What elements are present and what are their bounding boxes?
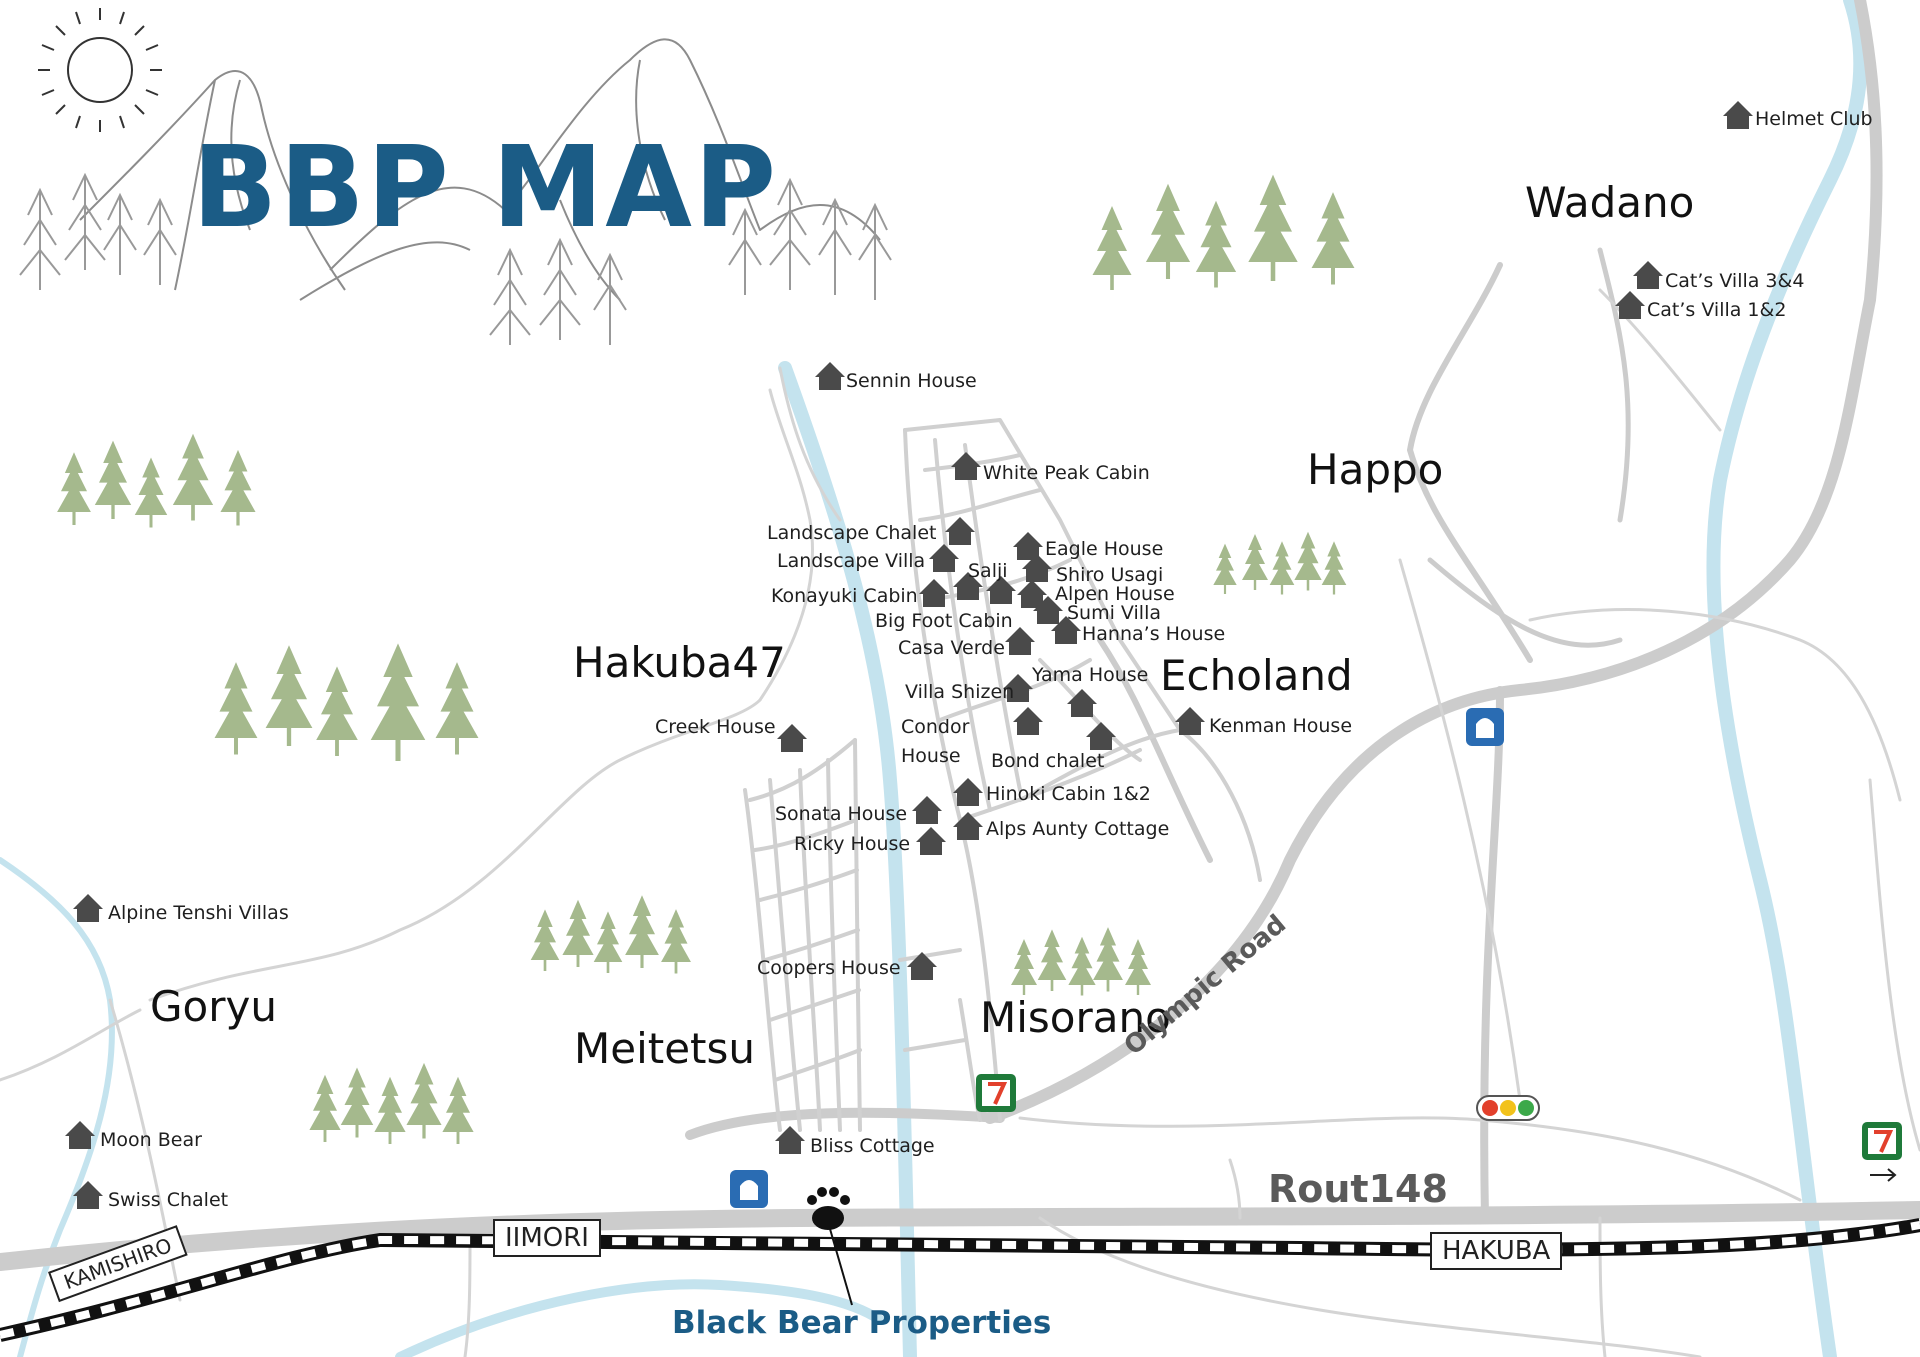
property-label: Hanna’s House xyxy=(1082,623,1226,645)
property-label: White Peak Cabin xyxy=(983,462,1150,484)
house-icon xyxy=(919,579,949,607)
house-icon xyxy=(815,362,845,390)
house-icon xyxy=(1723,101,1753,129)
area-echoland: Echoland xyxy=(1160,651,1353,700)
property-label: Kenman House xyxy=(1209,715,1353,737)
arrow-right-icon xyxy=(1870,1168,1897,1182)
property-label: Bliss Cottage xyxy=(810,1135,935,1157)
house-icon xyxy=(1175,707,1205,735)
property-label: Shiro Usagi xyxy=(1056,564,1164,586)
property-label: Big Foot Cabin xyxy=(875,610,1013,632)
property-label: Swiss Chalet xyxy=(108,1189,229,1211)
property-label: Cat’s Villa 1&2 xyxy=(1647,299,1787,321)
area-happo: Happo xyxy=(1307,445,1444,494)
property-label: Cat’s Villa 3&4 xyxy=(1665,270,1805,292)
house-icon xyxy=(945,517,975,545)
property-label: Landscape Villa xyxy=(777,550,926,572)
map-title: BBP MAP xyxy=(192,123,779,253)
house-icon xyxy=(929,544,959,572)
house-icon xyxy=(1633,261,1663,289)
property-label: Hinoki Cabin 1&2 xyxy=(986,783,1151,805)
area-hakuba47: Hakuba47 xyxy=(573,638,786,687)
house-icon xyxy=(953,778,983,806)
property-label: Condor xyxy=(901,716,970,738)
property-label: Moon Bear xyxy=(100,1129,202,1151)
property-label: Alpine Tenshi Villas xyxy=(108,902,289,924)
station-iimori: IIMORI xyxy=(493,1219,601,1257)
station-hakuba: HAKUBA xyxy=(1430,1232,1563,1270)
traffic-light-icon xyxy=(1476,1095,1540,1121)
area-misorano: Misorano xyxy=(980,993,1171,1042)
house-icon xyxy=(912,796,942,824)
property-label: Villa Shizen xyxy=(905,681,1015,703)
house-icon xyxy=(73,894,103,922)
property-label: Sonata House xyxy=(775,803,908,825)
secondary-roads xyxy=(0,288,1920,1357)
property-label: Yama House xyxy=(1032,664,1149,686)
company-name: Black Bear Properties xyxy=(672,1305,1052,1341)
lawson-station-icon xyxy=(730,708,1504,1208)
property-label: Sumi Villa xyxy=(1067,602,1161,624)
railway xyxy=(0,1218,1920,1342)
rivers xyxy=(0,0,1868,1357)
property-label: Landscape Chalet xyxy=(767,522,937,544)
seven-eleven-icon xyxy=(976,1074,1902,1160)
area-meitetsu: Meitetsu xyxy=(574,1024,756,1073)
house-icon xyxy=(65,1121,95,1149)
sun-icon xyxy=(38,8,162,132)
property-label: Casa Verde xyxy=(898,637,1005,659)
property-label: Konayuki Cabin xyxy=(771,585,918,607)
echoland-grid xyxy=(898,418,1262,1122)
area-goryu: Goryu xyxy=(150,982,277,1031)
area-wadano: Wadano xyxy=(1525,178,1695,227)
property-label: Coopers House xyxy=(757,957,901,979)
property-label: Helmet Club xyxy=(1755,108,1873,130)
house-icon xyxy=(1086,722,1116,750)
house-icon xyxy=(777,724,807,752)
house-icon xyxy=(1615,291,1645,319)
house-icon xyxy=(1013,707,1043,735)
property-label: Creek House xyxy=(655,716,776,738)
property-label: House xyxy=(901,745,961,767)
house-icon xyxy=(916,827,946,855)
property-label: Bond chalet xyxy=(991,750,1105,772)
road-label-rout148: Rout148 xyxy=(1268,1167,1448,1211)
property-label: Eagle House xyxy=(1045,538,1164,560)
property-label: Ricky House xyxy=(794,833,911,855)
meitetsu-grid xyxy=(743,738,862,1132)
property-label: Alps Aunty Cottage xyxy=(986,818,1170,840)
property-label: Alpen House xyxy=(1055,583,1175,605)
property-label: Sennin House xyxy=(846,370,977,392)
property-label: Salji xyxy=(968,560,1008,582)
sketch-pine-trees xyxy=(19,172,892,345)
house-icon xyxy=(951,452,981,480)
mountain-icon xyxy=(79,38,881,301)
bear-paw-icon xyxy=(807,1187,853,1306)
